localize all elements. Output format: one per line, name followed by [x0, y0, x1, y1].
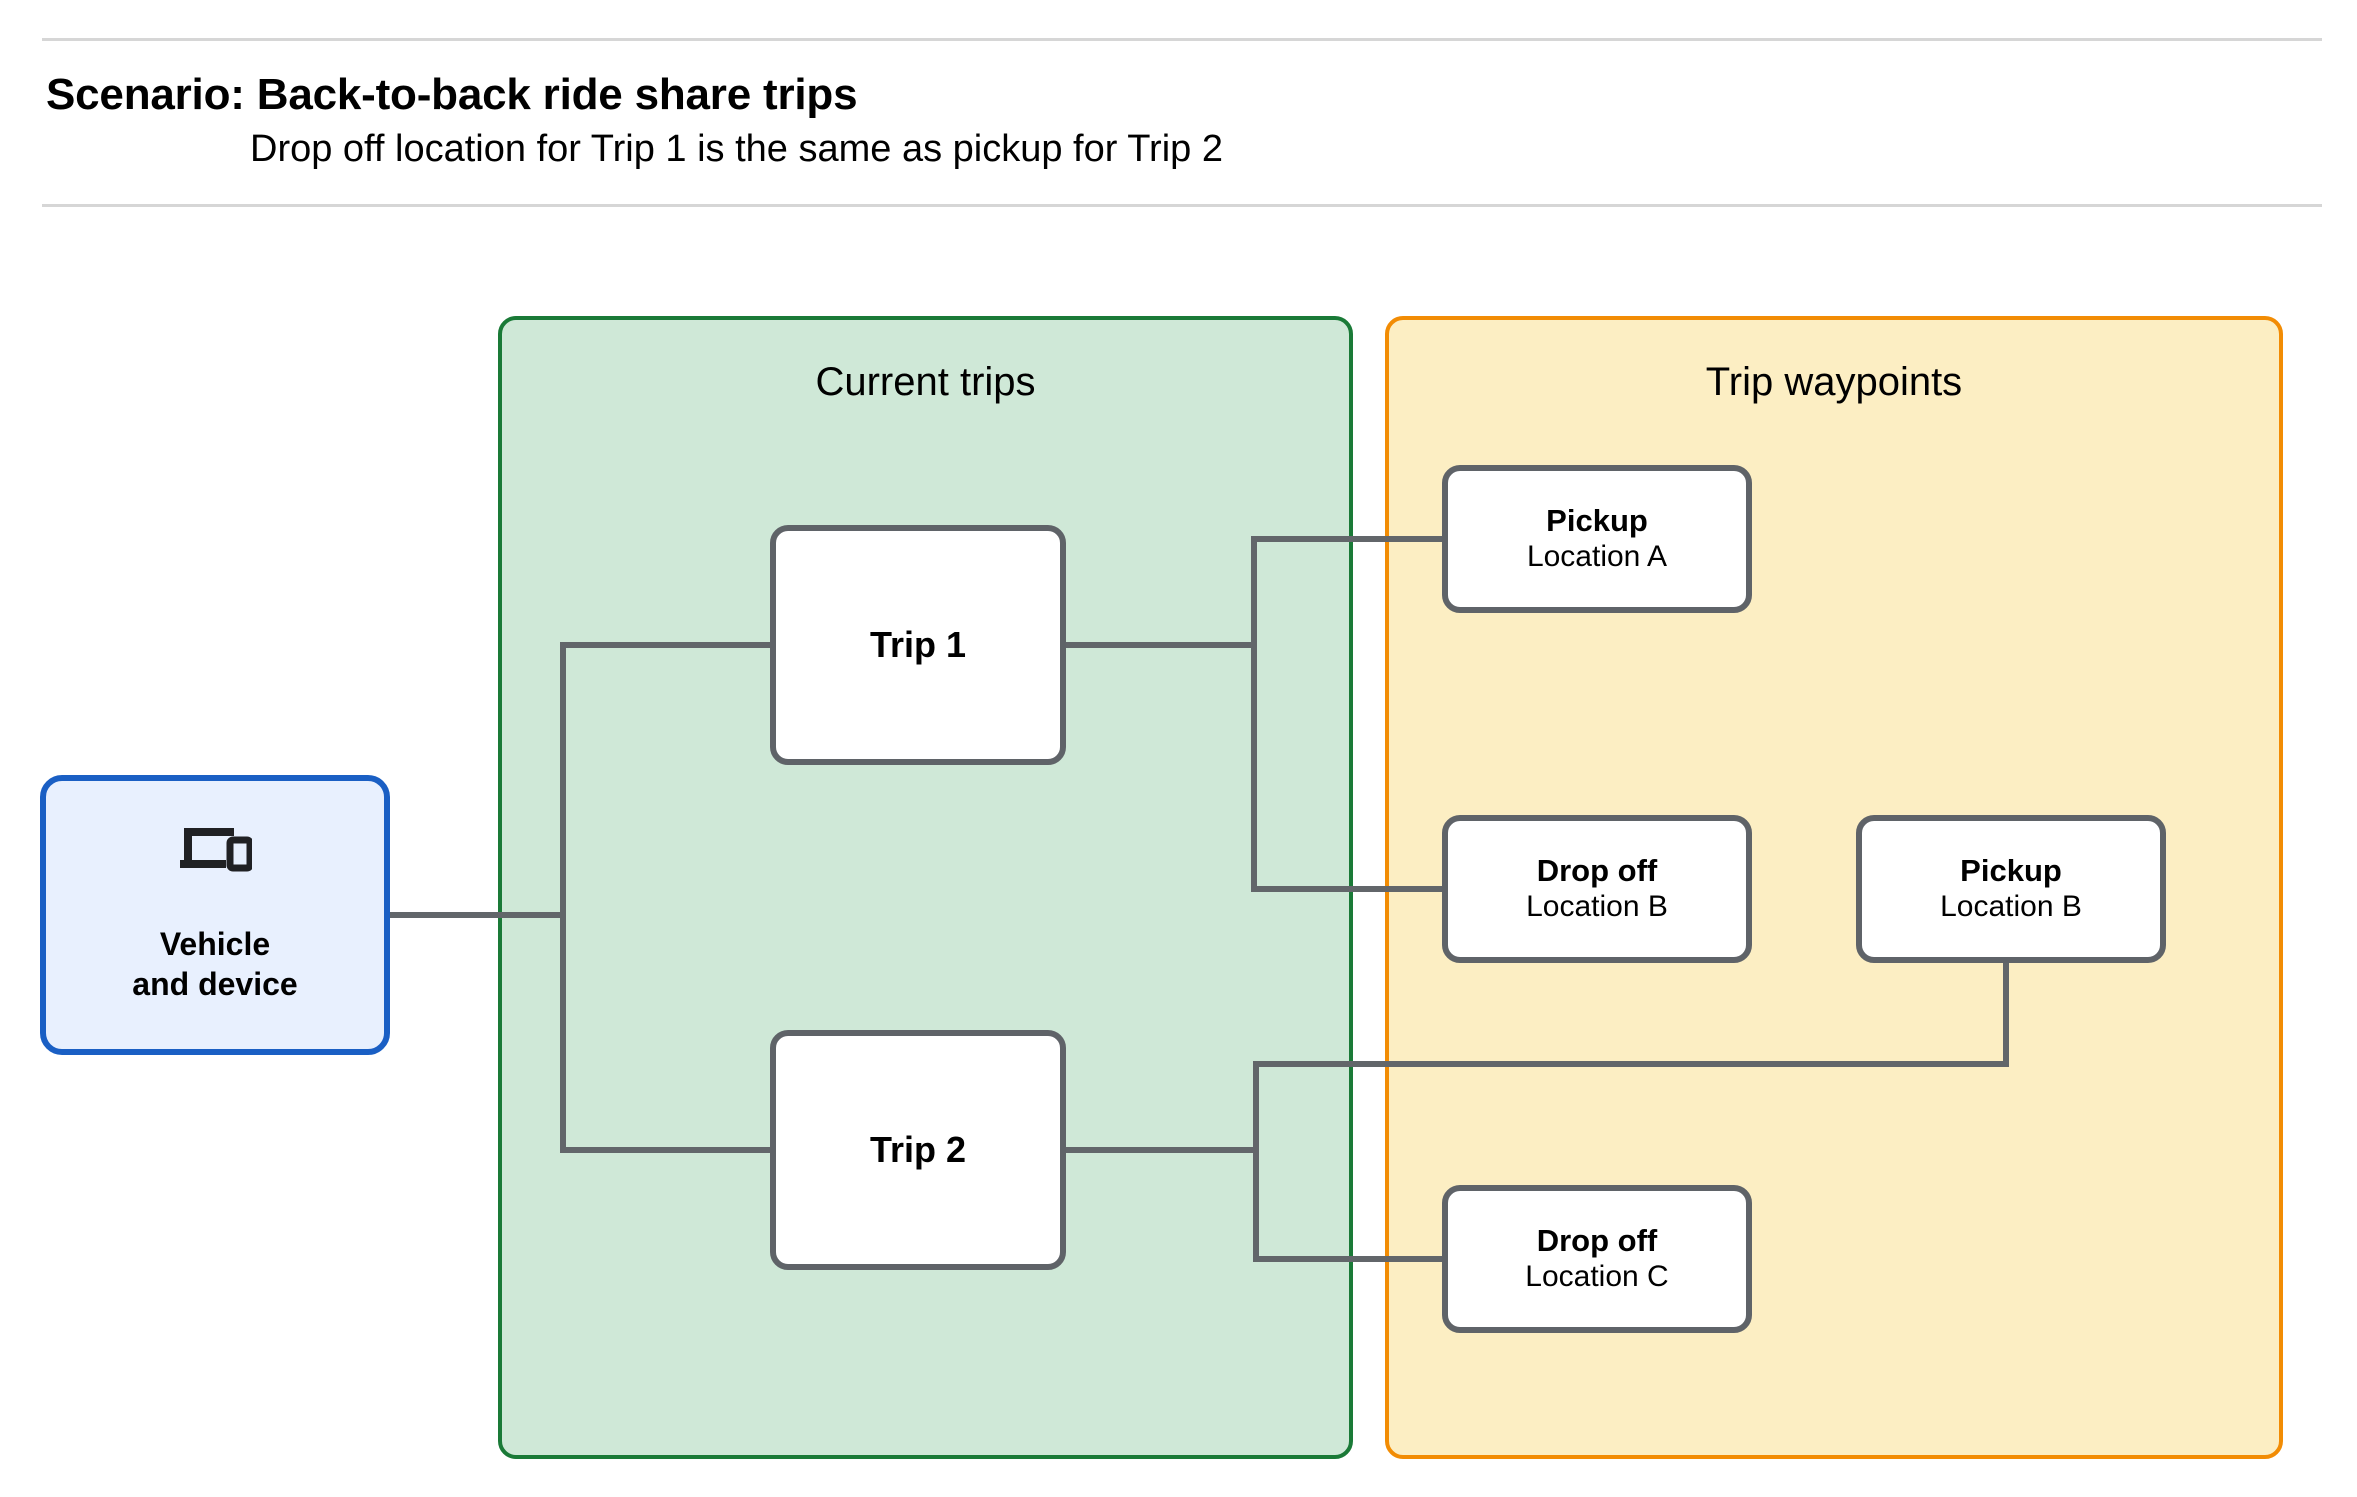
- header-divider-top: [42, 38, 2322, 41]
- devices-icon: [178, 826, 254, 881]
- vehicle-label: Vehicle and device: [132, 925, 297, 1003]
- panel-current-trips-title: Current trips: [815, 360, 1036, 404]
- pickup-b-location: Location B: [1940, 889, 2082, 923]
- panel-trip-waypoints-title: Trip waypoints: [1705, 360, 1963, 404]
- node-trip-1[interactable]: Trip 1: [770, 525, 1066, 765]
- dropoff-b-location: Location B: [1526, 889, 1668, 923]
- pickup-a-location: Location A: [1526, 539, 1668, 573]
- pickup-a-kind: Pickup: [1546, 502, 1648, 538]
- dropoff-c-kind: Drop off: [1536, 1222, 1658, 1258]
- node-dropoff-location-b[interactable]: Drop off Location B: [1442, 815, 1752, 963]
- panel-current-trips: Current trips: [498, 316, 1353, 1459]
- dropoff-b-kind: Drop off: [1536, 852, 1658, 888]
- node-dropoff-location-c[interactable]: Drop off Location C: [1442, 1185, 1752, 1333]
- page-subtitle: Drop off location for Trip 1 is the same…: [250, 128, 1223, 170]
- page-title: Scenario: Back-to-back ride share trips: [46, 70, 858, 119]
- header-divider-bottom: [42, 204, 2322, 207]
- node-vehicle-and-device[interactable]: Vehicle and device: [40, 775, 390, 1055]
- trip-1-label: Trip 1: [869, 624, 967, 665]
- vehicle-label-line-1: Vehicle: [159, 926, 271, 963]
- node-trip-2[interactable]: Trip 2: [770, 1030, 1066, 1270]
- vehicle-label-line-2: and device: [132, 965, 298, 1002]
- trip-2-label: Trip 2: [869, 1129, 967, 1170]
- dropoff-c-location: Location C: [1525, 1259, 1669, 1293]
- node-pickup-location-a[interactable]: Pickup Location A: [1442, 465, 1752, 613]
- node-pickup-location-b[interactable]: Pickup Location B: [1856, 815, 2166, 963]
- pickup-b-kind: Pickup: [1960, 852, 2062, 888]
